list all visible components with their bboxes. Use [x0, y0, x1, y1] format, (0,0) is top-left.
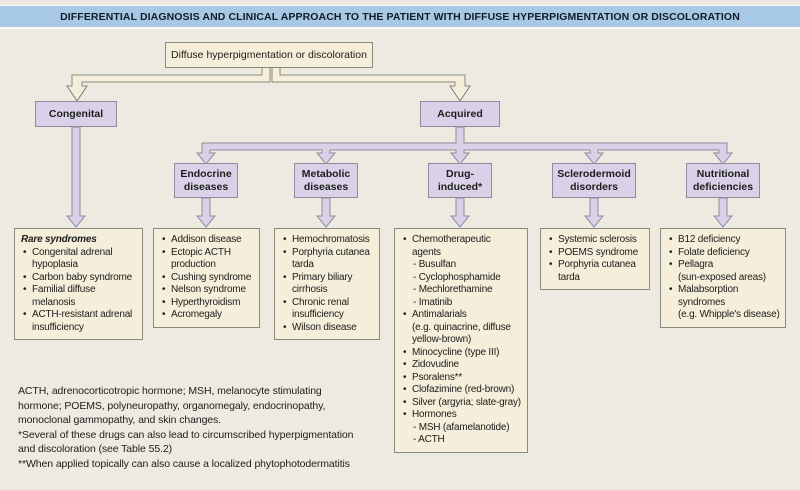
list-line: - Imatinib	[413, 296, 453, 308]
list-line: POEMS syndrome	[547, 247, 647, 260]
arrow-endocrine	[195, 197, 217, 228]
list-line: syndromes	[678, 296, 726, 308]
footnote-line: *Several of these drugs can also lead to…	[18, 428, 354, 441]
list-line: tarda	[292, 259, 314, 270]
branch-congenital: Congenital	[35, 101, 117, 127]
list-line: hypoplasia	[32, 259, 78, 270]
list-line: Hemochromatosis	[281, 234, 377, 247]
list-line: Primary biliary	[281, 272, 377, 285]
list-metabolic: HemochromatosisPorphyria cutaneatardaPri…	[274, 228, 380, 340]
list-line: tarda	[558, 271, 580, 283]
list-line: (sun-exposed areas)	[678, 271, 766, 283]
list-line: Minocycline (type III)	[401, 347, 525, 360]
list-line: (e.g. quinacrine, diffuse	[412, 321, 511, 333]
list-line: Psoralens**	[401, 372, 525, 385]
figure-title-bar: DIFFERENTIAL DIAGNOSIS AND CLINICAL APPR…	[0, 5, 800, 29]
list-line: Pellagra	[667, 259, 783, 272]
list-sclerodermoid: Systemic sclerosisPOEMS syndromePorphyri…	[540, 228, 650, 290]
footnote-line: ACTH, adrenocorticotropic hormone; MSH, …	[18, 385, 322, 397]
category-endocrine: Endocrine diseases	[174, 163, 238, 198]
list-line: Silver (argyria; slate-gray)	[401, 397, 525, 410]
branch-acquired: Acquired	[420, 101, 500, 127]
list-line: Malabsorption	[667, 284, 783, 297]
list-line: - Busulfan	[413, 259, 457, 270]
footnote-line: and discoloration (see Table 55.2)	[18, 443, 173, 455]
list-line: Acromegaly	[160, 309, 257, 322]
category-sclerodermoid: Sclerodermoid disorders	[552, 163, 636, 198]
figure-title: DIFFERENTIAL DIAGNOSIS AND CLINICAL APPR…	[60, 10, 740, 23]
footnote-line: hormone; POEMS, polyneuropathy, organome…	[18, 399, 326, 412]
list-line: Chronic renal	[281, 297, 377, 310]
list-line: Cushing syndrome	[160, 272, 257, 285]
connector-acquired-distributor	[195, 126, 734, 165]
connector-root-to-congenital	[66, 66, 271, 102]
footnote-line: monoclonal gammopathy, and skin changes.	[18, 414, 222, 426]
list-line: ACTH-resistant adrenal	[21, 309, 140, 322]
list-line: Congenital adrenal	[21, 247, 140, 260]
list-line: (e.g. Whipple's disease)	[678, 309, 780, 320]
list-rare-syndromes: Rare syndromesCongenital adrenalhypoplas…	[14, 228, 143, 340]
list-line: - Cyclophosphamide	[413, 271, 501, 283]
list-line: yellow-brown)	[412, 334, 472, 345]
category-nutritional: Nutritional deficiencies	[686, 163, 760, 198]
arrow-sclerodermoid	[583, 197, 605, 228]
list-line: production	[171, 259, 216, 270]
arrow-nutritional	[712, 197, 734, 228]
list-line: Folate deficiency	[667, 247, 783, 260]
list-endocrine: Addison diseaseEctopic ACTHproductionCus…	[153, 228, 260, 328]
list-line: insufficiency	[32, 321, 84, 333]
list-line: Zidovudine	[401, 359, 525, 372]
list-line: Porphyria cutanea	[547, 259, 647, 272]
list-line: Hyperthyroidism	[160, 297, 257, 310]
list-line: insufficiency	[292, 309, 344, 320]
list-line: Carbon baby syndrome	[21, 272, 140, 285]
list-line: - ACTH	[413, 434, 445, 445]
root-box: Diffuse hyperpigmentation or discolorati…	[165, 42, 373, 68]
list-line: - Mechlorethamine	[413, 284, 493, 295]
arrow-metabolic	[315, 197, 337, 228]
category-metabolic: Metabolic diseases	[294, 163, 358, 198]
list-line: Hormones	[401, 409, 525, 422]
list-line: agents	[412, 246, 441, 258]
list-line: Nelson syndrome	[160, 284, 257, 297]
arrow-drug	[449, 197, 471, 228]
list-line: Familial diffuse	[21, 284, 140, 297]
list-line: melanosis	[32, 296, 76, 308]
list-line: Antimalarials	[401, 309, 525, 322]
arrow-congenital-to-rare	[65, 126, 87, 228]
list-line: B12 deficiency	[667, 234, 783, 247]
footnotes: ACTH, adrenocorticotropic hormone; MSH, …	[18, 384, 418, 471]
list-line: - MSH (afamelanotide)	[413, 421, 510, 433]
list-line: Systemic sclerosis	[547, 234, 647, 247]
connector-root-to-acquired	[271, 66, 471, 102]
list-line: Addison disease	[160, 234, 257, 247]
list-line: Chemotherapeutic	[401, 234, 525, 247]
list-line: cirrhosis	[292, 284, 328, 295]
footnote-line: **When applied topically can also cause …	[18, 457, 350, 470]
category-drug-induced: Drug-induced*	[428, 163, 492, 198]
list-line: Rare syndromes	[21, 234, 97, 245]
list-line: Wilson disease	[281, 322, 377, 335]
list-line: Ectopic ACTH	[160, 247, 257, 260]
list-line: Clofazimine (red-brown)	[401, 384, 525, 397]
list-line: Porphyria cutanea	[281, 247, 377, 260]
list-nutritional: B12 deficiencyFolate deficiencyPellagra(…	[660, 228, 786, 328]
